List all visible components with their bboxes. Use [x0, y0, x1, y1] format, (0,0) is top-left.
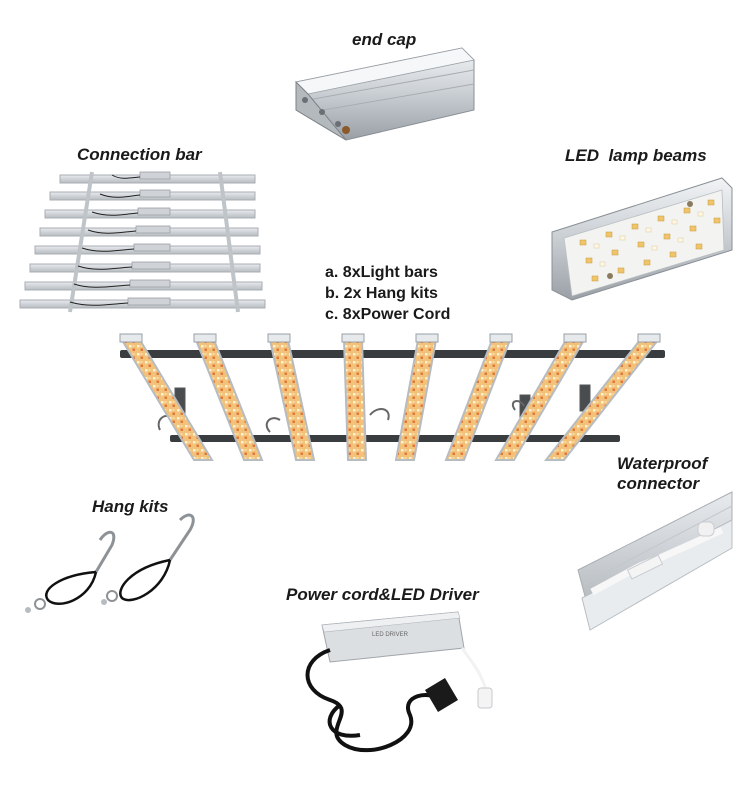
end-cap-label: end cap [352, 30, 417, 49]
kit-item: c. 8xPower Cord [325, 306, 451, 323]
waterproof-connector-label: Waterproof connector [617, 454, 707, 494]
light-bar [444, 333, 513, 461]
kit-item: a. 8xLight bars [325, 264, 438, 281]
kit-item: b. 2x Hang kits [325, 285, 438, 302]
light-bar [267, 333, 316, 461]
waterproof-label-line1: Waterproof [617, 454, 708, 473]
light-bar [494, 333, 587, 461]
kit-contents-list: a. 8xLight bars b. 2x Hang kits c. 8xPow… [325, 262, 450, 325]
light-bar [119, 333, 214, 461]
waterproof-label-line2: connector [617, 474, 700, 493]
power-cord-label: Power cord&LED Driver [286, 585, 479, 604]
power-cord-driver-image: LED DRIVER [305, 611, 493, 753]
end-cap-image [295, 47, 475, 141]
light-bar [341, 333, 368, 461]
led-lamp-beams-label: LED lamp beams [565, 146, 707, 165]
hang-kits-label: Hang kits [92, 497, 169, 516]
light-bar [193, 333, 264, 461]
led-lamp-beam-image [551, 177, 733, 301]
waterproof-connector-image [577, 491, 733, 631]
light-bar [394, 333, 439, 461]
driver-label: LED DRIVER [372, 632, 409, 638]
connection-bar-image [19, 171, 266, 313]
main-light-fixture-image [119, 333, 665, 461]
hang-kits-image [25, 513, 195, 613]
light-bar [543, 333, 661, 461]
connection-bar-label: Connection bar [77, 145, 202, 164]
